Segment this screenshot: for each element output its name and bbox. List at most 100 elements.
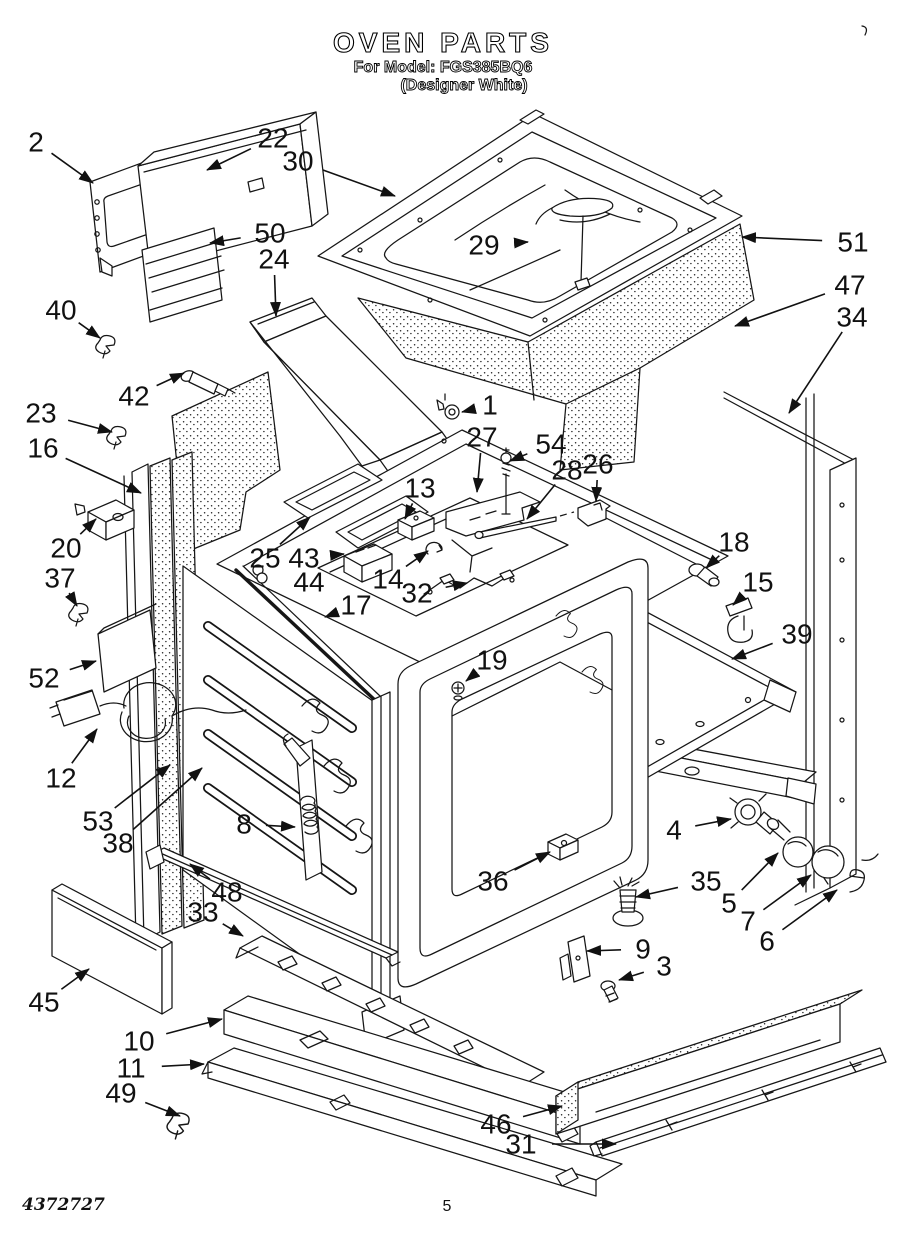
callout-10: 10 <box>123 1026 154 1057</box>
part-light-bulb-5 <box>766 817 814 868</box>
callout-34: 34 <box>836 302 867 333</box>
callout-leader-40 <box>78 322 101 339</box>
callout-43: 43 <box>288 543 319 574</box>
callout-leader-29 <box>513 237 529 249</box>
callout-leader-47 <box>734 293 826 327</box>
part-drawer-panel-45 <box>51 883 173 1015</box>
part-burner-bracket-27 <box>445 491 541 573</box>
part-switch-box-43 <box>343 543 393 583</box>
part-bracket-26 <box>577 499 701 567</box>
callout-53: 53 <box>82 806 113 837</box>
callout-14: 14 <box>372 564 403 595</box>
callout-30: 30 <box>282 146 313 177</box>
callout-leader-4 <box>695 816 732 828</box>
callout-3: 3 <box>656 951 672 982</box>
part-main-top <box>317 109 743 337</box>
callout-13: 13 <box>404 473 435 504</box>
callout-leader-27 <box>472 452 484 493</box>
callout-leader-12 <box>71 728 98 764</box>
part-vent-grille <box>141 227 225 323</box>
callout-leader-20 <box>79 518 97 535</box>
callout-51: 51 <box>837 227 868 258</box>
document-number: 4372727 <box>22 1195 105 1215</box>
callout-leader-10 <box>166 1017 223 1035</box>
callout-leader-49 <box>144 1101 181 1117</box>
diagram-finish-line: (Designer White) <box>400 77 527 94</box>
callout-leader-19 <box>465 667 481 682</box>
callout-leader-37 <box>65 591 78 607</box>
callout-8: 8 <box>236 809 252 840</box>
callout-leader-32 <box>445 580 468 592</box>
callout-leader-2 <box>51 152 94 184</box>
callout-leader-13 <box>404 503 417 520</box>
callout-leader-34 <box>788 331 843 414</box>
callout-leader-1 <box>461 403 477 414</box>
diagram-model-line: For Model: FGS385BQ6 <box>354 59 533 76</box>
callout-48: 48 <box>211 877 242 908</box>
page-number: 5 <box>443 1198 452 1215</box>
callout-54: 54 <box>535 429 566 460</box>
callout-47: 47 <box>834 270 865 301</box>
callout-23: 23 <box>25 398 56 429</box>
callout-leader-5 <box>741 852 779 891</box>
callout-leader-52 <box>69 660 97 671</box>
part-plug-button-18 <box>688 563 720 587</box>
part-power-cord-12 <box>49 682 247 743</box>
callout-46: 46 <box>480 1109 511 1140</box>
part-valve-42 <box>180 370 236 397</box>
callout-leader-25 <box>279 516 311 545</box>
part-cavity-left-side <box>182 565 381 1011</box>
callout-35: 35 <box>690 866 721 897</box>
part-clip-23 <box>106 425 127 450</box>
part-bracket-36 <box>547 833 579 861</box>
callout-leader-9 <box>586 945 622 956</box>
callout-16: 16 <box>27 433 58 464</box>
callout-leader-39 <box>731 642 773 660</box>
callout-4: 4 <box>666 815 682 846</box>
callout-15: 15 <box>742 567 773 598</box>
callout-leader-54 <box>509 450 528 462</box>
callout-7: 7 <box>740 906 756 937</box>
callout-22: 22 <box>257 123 288 154</box>
callout-leader-17 <box>324 606 341 618</box>
callout-leader-51 <box>741 232 823 244</box>
callout-25: 25 <box>249 543 280 574</box>
part-leveling-foot-35 <box>612 876 644 927</box>
callout-leader-33 <box>222 923 244 937</box>
part-lens-7 <box>811 845 845 885</box>
callout-leader-26 <box>591 479 603 502</box>
callout-24: 24 <box>258 244 289 275</box>
callout-leader-16 <box>65 457 142 494</box>
callout-leader-15 <box>732 591 748 606</box>
print-artifact <box>861 25 868 36</box>
part-insulation-wrap <box>357 223 755 471</box>
callout-leader-24 <box>270 274 282 317</box>
part-cavity-interior <box>451 610 613 897</box>
callout-33: 33 <box>187 897 218 928</box>
part-screw-19 <box>451 681 465 701</box>
callout-27: 27 <box>466 422 497 453</box>
callout-40: 40 <box>45 295 76 326</box>
part-base-pan-11 <box>201 1047 623 1197</box>
callout-leader-7 <box>762 874 812 911</box>
part-hook-clip-15 <box>725 597 753 643</box>
callout-leader-36 <box>514 851 551 871</box>
part-right-side-panel <box>723 391 857 906</box>
callout-32: 32 <box>401 578 432 609</box>
callout-leader-38 <box>132 767 203 831</box>
callout-9: 9 <box>635 934 651 965</box>
diagram-title: OVEN PARTS <box>333 27 553 58</box>
callout-leader-11 <box>161 1059 205 1071</box>
callout-leader-45 <box>60 968 90 990</box>
callout-leader-46 <box>522 1104 563 1118</box>
part-gas-tube-28 <box>474 511 575 540</box>
part-backguard <box>137 111 329 269</box>
callout-42: 42 <box>118 381 149 412</box>
callout-5: 5 <box>721 888 737 919</box>
callout-leader-22 <box>206 147 252 171</box>
callout-leader-23 <box>67 419 113 434</box>
part-top-bracket <box>535 197 614 291</box>
